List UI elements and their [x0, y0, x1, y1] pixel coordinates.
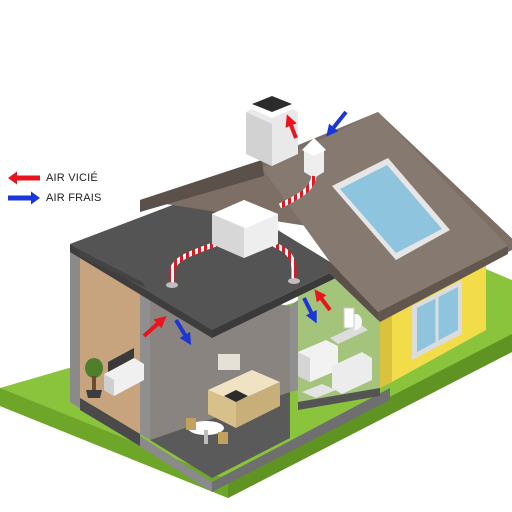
flat-roof	[70, 190, 340, 338]
skylight	[332, 158, 450, 260]
legend-item-exhaust-air: AIR VICIÉ	[6, 168, 102, 188]
legend-label-exhaust-air: AIR VICIÉ	[46, 172, 98, 184]
bathroom-furniture	[298, 307, 372, 398]
airflow-arrows	[142, 110, 348, 346]
legend: AIR VICIÉ AIR FRAIS	[6, 168, 102, 208]
ventilation-unit	[166, 175, 317, 288]
red-arrow-icon	[8, 171, 40, 185]
legend-item-fresh-air: AIR FRAIS	[6, 188, 102, 208]
fresh-air-arrow-bathroom	[302, 297, 317, 324]
exhaust-air-arrow-bathroom	[314, 289, 332, 312]
blue-arrow-icon	[8, 191, 40, 205]
kitchen-furniture	[186, 354, 280, 444]
fresh-air-arrow-roof	[326, 110, 348, 137]
bedroom-furniture	[85, 348, 144, 398]
exhaust-air-arrow-bedroom	[142, 316, 167, 338]
fresh-air-intake	[302, 138, 326, 178]
fresh-air-arrow-kitchen	[174, 318, 192, 346]
exhaust-air-arrow-roof	[285, 114, 298, 139]
facade-window	[412, 280, 462, 360]
roof-outlet	[240, 90, 304, 166]
pitched-roof	[140, 112, 512, 322]
legend-label-fresh-air: AIR FRAIS	[46, 192, 102, 204]
